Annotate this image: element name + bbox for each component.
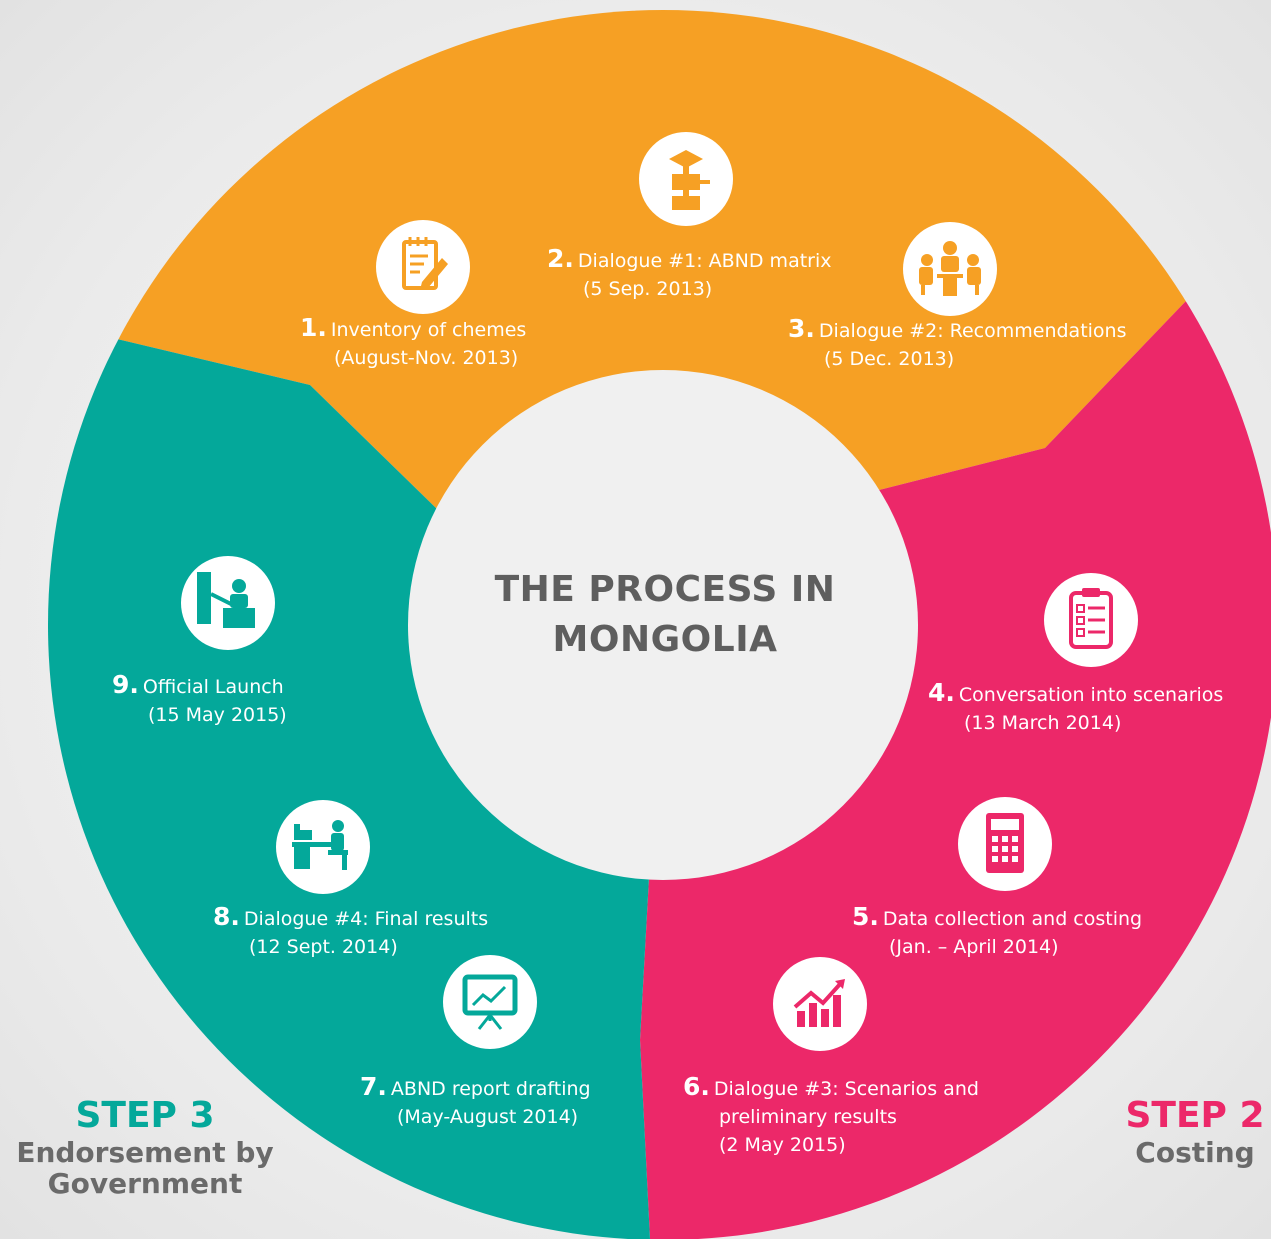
item-6-number: 6. <box>683 1072 710 1101</box>
item-5-text: Data collection and costing <box>882 908 1143 930</box>
person-at-desk-icon <box>276 800 370 894</box>
item-4-label: 4.Conversation into scenarios (13 March … <box>928 679 1223 737</box>
item-3-number: 3. <box>788 314 815 343</box>
item-8-text: Dialogue #4: Final results <box>243 908 489 930</box>
step-3-title: STEP 3 <box>75 1095 215 1136</box>
item-7-text: ABND report drafting <box>390 1078 591 1100</box>
item-7-date: (May-August 2014) <box>397 1106 579 1128</box>
item-7-number: 7. <box>360 1072 387 1101</box>
item-8-label: 8.Dialogue #4: Final results (12 Sept. 2… <box>213 903 488 961</box>
item-3-text: Dialogue #2: Recommendations <box>818 320 1127 342</box>
item-6-text: Dialogue #3: Scenarios and <box>713 1078 979 1100</box>
item-6-label: 6.Dialogue #3: Scenarios and preliminary… <box>683 1073 979 1159</box>
step-2-title: STEP 2 <box>1125 1095 1265 1136</box>
item-1-text: Inventory of chemes <box>330 319 527 341</box>
center-title-line2: MONGOLIA <box>552 619 778 660</box>
item-4-text: Conversation into scenarios <box>958 684 1224 706</box>
item-3-label: 3.Dialogue #2: Recommendations (5 Dec. 2… <box>788 315 1127 373</box>
step-3-desc-line1: Endorsement by <box>16 1136 274 1169</box>
item-2-label: 2.Dialogue #1: ABND matrix (5 Sep. 2013) <box>547 245 832 303</box>
item-5-date: (Jan. – April 2014) <box>889 936 1059 958</box>
item-3-date: (5 Dec. 2013) <box>824 348 955 370</box>
step-3-desc-line2: Government <box>47 1167 243 1200</box>
speaker-podium-icon <box>181 556 275 650</box>
item-2-text: Dialogue #1: ABND matrix <box>577 250 832 272</box>
bar-chart-trend-icon <box>773 957 867 1051</box>
step-2-desc: Costing <box>1135 1136 1255 1169</box>
item-7-label: 7.ABND report drafting (May-August 2014) <box>360 1073 591 1131</box>
presentation-board-icon <box>443 955 537 1049</box>
notepad-pencil-icon <box>376 220 470 314</box>
meeting-icon <box>903 222 997 316</box>
item-4-date: (13 March 2014) <box>964 712 1122 734</box>
item-4-number: 4. <box>928 678 955 707</box>
calculator-icon <box>958 797 1052 891</box>
item-9-text: Official Launch <box>142 676 284 698</box>
item-1-number: 1. <box>300 313 327 342</box>
center-title-line1: THE PROCESS IN <box>494 569 836 610</box>
item-6-text-line2: preliminary results <box>719 1106 897 1128</box>
item-5-number: 5. <box>852 902 879 931</box>
item-9-number: 9. <box>112 670 139 699</box>
flowchart-icon <box>639 132 733 226</box>
item-8-date: (12 Sept. 2014) <box>249 936 398 958</box>
center-title: THE PROCESS IN MONGOLIA <box>470 565 860 665</box>
clipboard-checklist-icon <box>1044 573 1138 667</box>
item-5-label: 5.Data collection and costing (Jan. – Ap… <box>852 903 1142 961</box>
item-2-number: 2. <box>547 244 574 273</box>
center-hole <box>408 370 918 880</box>
item-9-date: (15 May 2015) <box>148 704 287 726</box>
item-9-label: 9.Official Launch (15 May 2015) <box>112 671 287 729</box>
item-6-date: (2 May 2015) <box>719 1134 846 1156</box>
item-2-date: (5 Sep. 2013) <box>583 278 713 300</box>
item-8-number: 8. <box>213 902 240 931</box>
step-3-label: STEP 3 Endorsement by Government <box>10 1095 280 1199</box>
step-2-label: STEP 2 Costing <box>1120 1095 1270 1168</box>
item-1-date: (August-Nov. 2013) <box>334 347 519 369</box>
segment-orange-step1 <box>48 10 1271 625</box>
item-1-label: 1.Inventory of chemes (August-Nov. 2013) <box>300 314 526 372</box>
